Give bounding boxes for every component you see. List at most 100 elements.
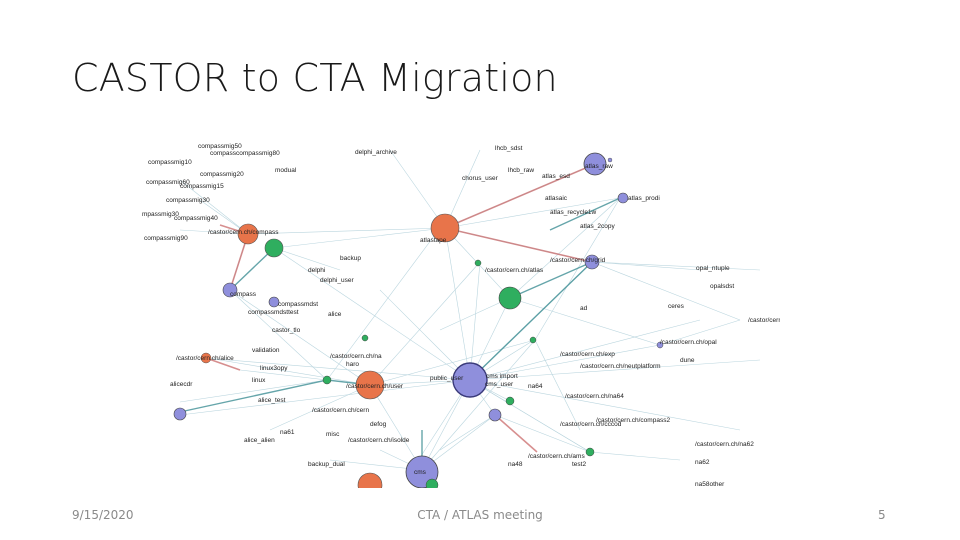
node-label: mpassmig30 xyxy=(142,211,179,218)
node-label: na58other xyxy=(695,481,725,488)
node-label: /castor/cern.ch/opal xyxy=(660,339,717,346)
node-label: /castor/cern.ch/cccod xyxy=(560,421,622,428)
node-label: compassmig15 xyxy=(180,183,224,190)
edges-red xyxy=(205,163,596,453)
node-label: /castor/cern.ch/compass2 xyxy=(596,417,670,424)
node-label: na61 xyxy=(280,429,295,436)
graph-node xyxy=(617,192,629,204)
node-label: atlasaic xyxy=(545,195,568,202)
node-label: ceres xyxy=(668,303,685,310)
node-label: na64 xyxy=(528,383,543,390)
node-label: atlas_recycle1w xyxy=(550,209,597,216)
node-label: cms xyxy=(414,469,427,476)
graph-node xyxy=(498,286,522,310)
node-label: lhcb_sdst xyxy=(495,145,523,152)
node-label: /castor/cern.ch/na62 xyxy=(695,441,754,448)
graph-node xyxy=(264,238,284,258)
node-label: ad xyxy=(580,305,588,312)
graph-node xyxy=(173,407,187,421)
graph-node xyxy=(474,259,482,267)
node-label: alice_test xyxy=(258,397,286,404)
graph-node xyxy=(607,157,613,163)
node-label: atlas_esd xyxy=(542,173,570,180)
node-label: atlas_prodi xyxy=(628,195,660,202)
node-label: /castor/cern.ch/na xyxy=(330,353,382,360)
node-label: validation xyxy=(252,347,280,354)
node-label: alicecdr xyxy=(170,381,193,388)
node-label: compassmig50 xyxy=(198,143,242,150)
node-label: misc xyxy=(326,431,340,438)
node-label: /castor/cern.ch/atlas xyxy=(485,267,544,274)
node-label: alice_alien xyxy=(244,437,275,444)
node-label: compassmig40 xyxy=(174,215,218,222)
graph-node xyxy=(584,254,600,270)
node-label: compassmig10 xyxy=(148,159,192,166)
node-labels: compassmig50compasscompassmig80compassmi… xyxy=(142,143,802,488)
node-label: cms import xyxy=(486,373,518,380)
node-label: defog xyxy=(370,421,387,428)
node-label: alice xyxy=(328,311,342,318)
node-label: atlas_2copy xyxy=(580,223,615,230)
node-label: compassmig90 xyxy=(144,235,188,242)
graph-node xyxy=(222,282,238,298)
node-label: atlastape xyxy=(420,237,447,244)
node-label: compass xyxy=(230,291,257,298)
node-label: /castor/cern.ch/cdr xyxy=(748,317,780,324)
node-label: /castor/cern.ch/compass xyxy=(208,229,279,236)
node-label: cms_user xyxy=(485,381,514,388)
node-label: atlas_raw xyxy=(585,163,613,170)
graph-node xyxy=(357,472,383,498)
node-label: lhcb_raw xyxy=(508,167,534,174)
node-label: /castor/cern.ch/isolde xyxy=(348,437,410,444)
node-label: compassmig60 xyxy=(146,179,190,186)
node-label: /castor/cern.ch/cern xyxy=(312,407,369,414)
node-label: delphi_archive xyxy=(355,149,397,156)
edges-light xyxy=(179,149,761,471)
graph-node xyxy=(656,341,664,349)
graph-node xyxy=(430,213,460,243)
node-label: delphi xyxy=(308,267,325,274)
node-label: test2 xyxy=(572,461,586,468)
graph-node xyxy=(585,447,595,457)
node-label: opal_ntuple xyxy=(696,265,730,272)
node-label: compassmdsttest xyxy=(248,309,299,316)
node-label: compassmig20 xyxy=(200,171,244,178)
node-label: opalsdst xyxy=(710,283,734,290)
footer-meeting: CTA / ATLAS meeting xyxy=(417,508,543,522)
node-label: backup_dual xyxy=(308,461,345,468)
node-label: /castor/cern.ch/na64 xyxy=(565,393,624,400)
graph-node xyxy=(268,296,280,308)
node-label: castor_tlo xyxy=(272,327,301,334)
node-label: na48 xyxy=(508,461,523,468)
graph-node xyxy=(452,362,488,398)
graph-node xyxy=(488,408,502,422)
node-label: /castor/cern.ch/exp xyxy=(560,351,615,358)
node-label: /castor/cern.ch/user xyxy=(346,383,404,390)
graph-node xyxy=(200,352,212,364)
graph-node xyxy=(529,336,537,344)
node-label: chorus_user xyxy=(462,175,499,182)
graph-node xyxy=(505,396,515,406)
graph-node xyxy=(361,334,369,342)
node-label: modual xyxy=(275,167,297,174)
node-label: /castor/cern.ch/neutplatform xyxy=(580,363,661,370)
node-label: na62 xyxy=(695,459,710,466)
node-label: linux xyxy=(252,377,266,384)
graph-node xyxy=(237,223,259,245)
footer-date: 9/15/2020 xyxy=(72,508,134,522)
node-label: haro xyxy=(346,361,359,368)
node-label: dune xyxy=(680,357,695,364)
node-label: /castor/cern.ch/grid xyxy=(550,257,606,264)
node-label: public_user xyxy=(430,375,464,382)
slide-title: CASTOR to CTA Migration xyxy=(72,56,558,100)
node-label: linux3opy xyxy=(260,365,288,372)
node-label: compasscompassmig80 xyxy=(210,150,280,157)
node-label: /castor/cern.ch/ams xyxy=(528,453,585,460)
graph-node xyxy=(583,152,607,176)
node-label: backup xyxy=(340,255,361,262)
graph-node xyxy=(322,375,332,385)
node-label: delphi_user xyxy=(320,277,354,284)
node-label: /castor/cern.ch/alice xyxy=(176,355,234,362)
graph-node xyxy=(355,370,385,400)
